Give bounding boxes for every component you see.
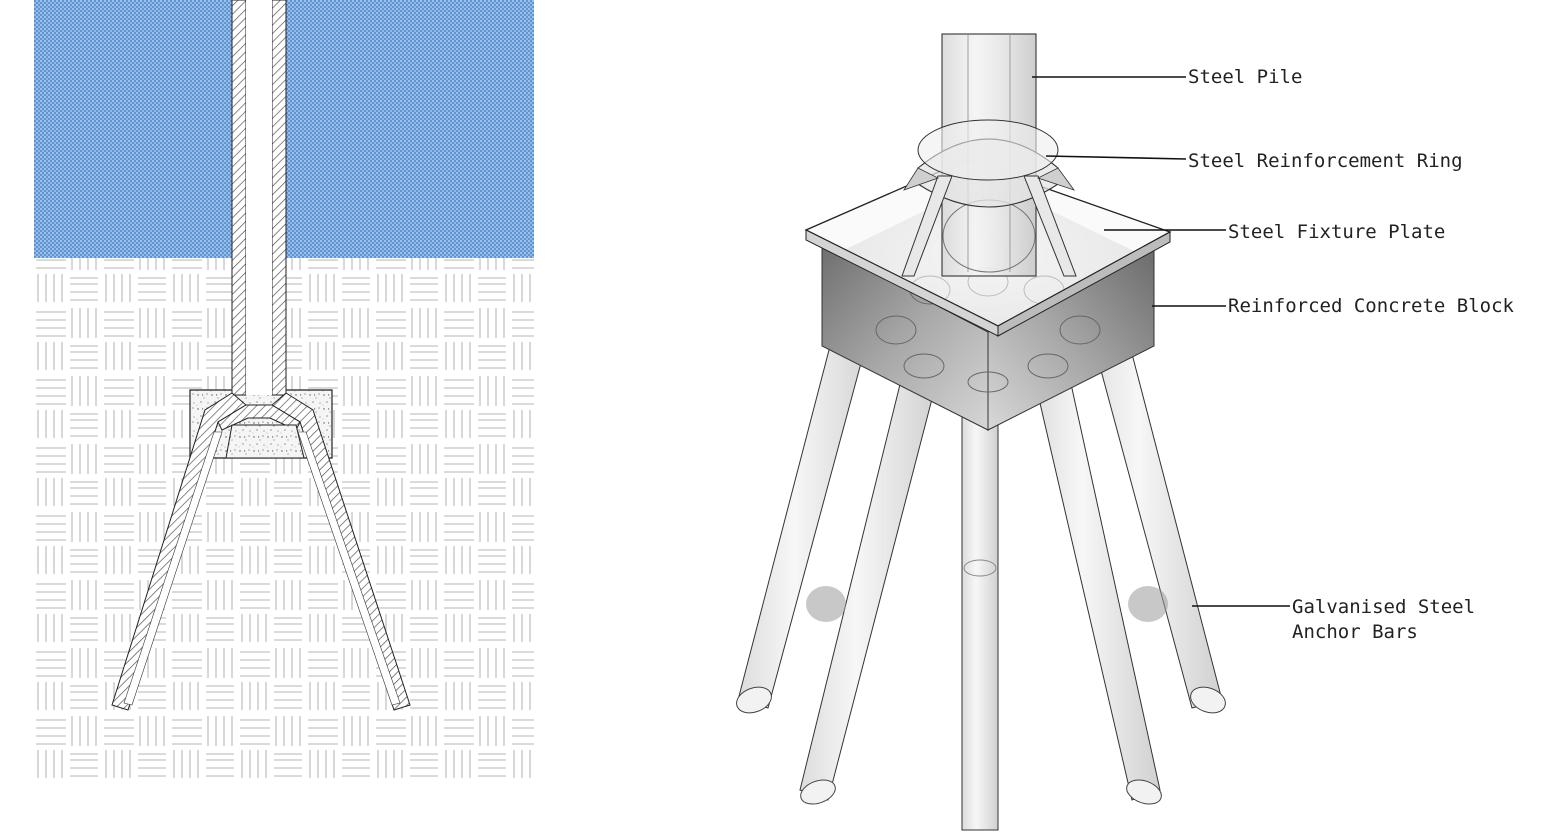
label-reinforcement-ring: Steel Reinforcement Ring — [1188, 150, 1463, 172]
gusset-right — [1023, 175, 1077, 277]
anchor-shadow-left — [806, 586, 846, 622]
isometric-view: Steel Pile Steel Reinforcement Ring Stee… — [736, 33, 1515, 831]
gusset-left — [901, 175, 953, 277]
anchor-bar-1-end — [736, 686, 772, 714]
gusset-back-left — [903, 167, 940, 191]
anchor-bar-2-end — [800, 779, 836, 805]
gusset-back-right — [1036, 167, 1076, 191]
label-fixture-plate: Steel Fixture Plate — [1228, 221, 1445, 243]
anchor-bar-3-mark — [963, 559, 997, 577]
anchor-bar-4-end — [1126, 779, 1162, 805]
plate-right-edge — [997, 231, 1171, 337]
label-concrete-block: Reinforced Concrete Block — [1228, 295, 1515, 317]
labels: Steel Pile Steel Reinforcement Ring Stee… — [1032, 66, 1515, 643]
anchor-bar-5-end — [1190, 686, 1226, 714]
pile-wall-right — [271, 0, 287, 396]
anchor-shadow-right — [1128, 586, 1168, 622]
splay-apex — [217, 404, 301, 431]
concrete-wedge — [225, 424, 305, 459]
pile-wall-left — [231, 0, 247, 396]
ring-top — [917, 119, 1059, 181]
section-view — [34, 0, 534, 778]
leg-gap-right — [297, 431, 401, 706]
label-anchor-bars-line1: Galvanised Steel — [1292, 596, 1475, 618]
label-anchor-bars-line2: Anchor Bars — [1292, 621, 1418, 643]
label-steel-pile: Steel Pile — [1188, 66, 1302, 88]
anchor-bar-3 — [961, 379, 999, 831]
reinforcement-ring — [901, 119, 1077, 277]
anchor-bars — [736, 299, 1226, 831]
leader-reinforcement-ring — [1045, 155, 1187, 160]
pile-bore — [246, 0, 272, 395]
leg-gap-left — [123, 431, 223, 706]
